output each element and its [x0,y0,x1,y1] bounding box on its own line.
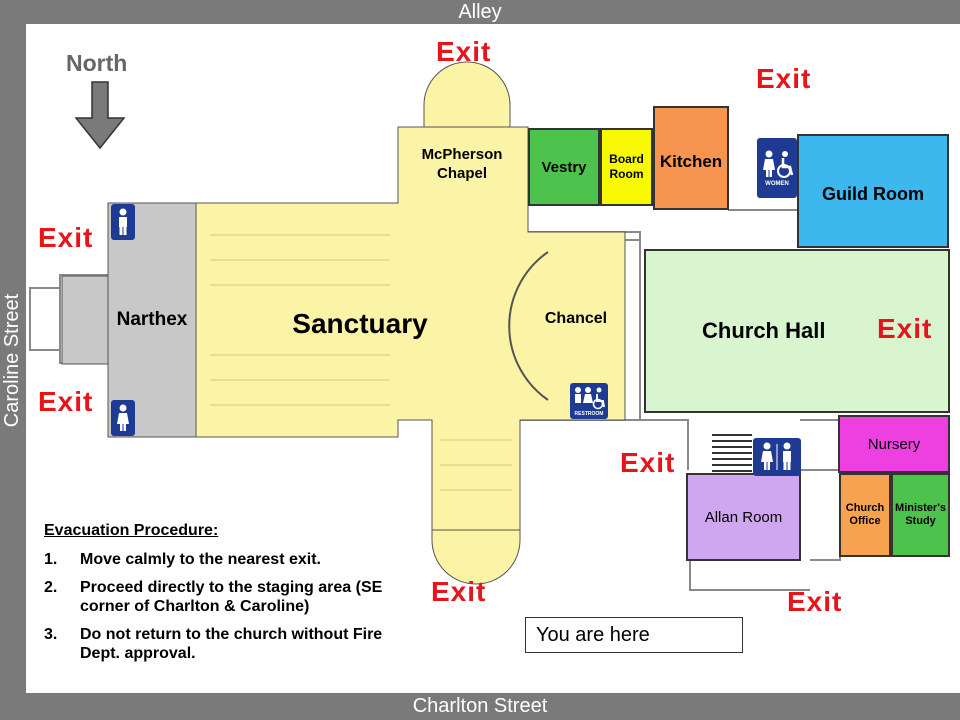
church-office-line2: Office [849,515,881,527]
pews [210,234,512,491]
step-number: 1. [44,551,58,568]
south-apse [431,529,521,585]
mcpherson-chapel-label: McPherson Chapel [410,142,514,186]
vestry-room: Vestry [528,128,600,206]
women-sign-label: WOMEN [765,181,789,187]
procedure-step: 2. Proceed directly to the staging area … [44,578,424,616]
procedure-step: 3. Do not return to the church without F… [44,625,424,663]
nursery-room: Nursery [838,415,950,473]
procedure-step: 1. Move calmly to the nearest exit. [44,550,424,569]
street-charlton-label: Charlton Street [412,695,548,717]
north-arrow-icon [74,81,126,150]
street-caroline: Caroline Street [0,0,26,720]
board-room-line1: Board [609,152,644,166]
ministers-study-room: Minister's Study [891,473,950,557]
exit-label-kitchen: Exit [756,63,812,94]
exit-label-allan-room: Exit [620,447,676,478]
step-text: Proceed directly to the staging area (SE… [80,579,383,615]
restroom-woman-icon-south [111,400,135,436]
procedure-title: Evacuation Procedure: [44,522,219,539]
sanctuary-label: Sanctuary [292,308,428,339]
exit-label-offices: Exit [787,586,843,617]
step-text: Do not return to the church without Fire… [80,626,383,662]
church-hall-room: Church Hall [644,249,950,413]
church-office-room: Church Office [839,473,891,557]
street-charlton: Charlton Street [0,693,960,720]
narthex-porch [61,275,109,365]
street-alley-label: Alley [458,0,502,23]
board-room-line2: Room [609,167,644,181]
mcpherson-apse [423,61,511,128]
restroom-man-icon-north [111,204,135,240]
stairs-icon [712,434,752,472]
you-are-here-box: You are here [525,617,743,653]
restroom-accessible-icon: RESTROOM [570,383,608,419]
allan-room: Allan Room [686,473,801,561]
chancel-label: Chancel [544,310,608,327]
ministers-study-line1: Minister's [895,502,946,514]
exit-label-south-apse: Exit [431,576,487,607]
step-number: 2. [44,579,58,596]
step-text: Move calmly to the nearest exit. [80,551,321,568]
exit-label-church-hall: Exit [877,313,933,344]
north-label: North [66,50,128,76]
ministers-study-line2: Study [905,515,936,527]
kitchen-room: Kitchen [653,106,729,210]
church-office-line1: Church [845,502,885,514]
street-alley: Alley [0,0,960,24]
exit-label-north-chapel: Exit [436,36,492,67]
women-accessible-restroom-icon: WOMEN [757,138,797,198]
mcpherson-line2: Chapel [436,165,487,182]
narthex-area [107,202,197,438]
guild-room: Guild Room [797,134,949,248]
mcpherson-line1: McPherson [421,146,503,163]
restroom-pair-icon [753,438,801,476]
step-number: 3. [44,626,58,643]
restroom-sign-label: RESTROOM [574,410,604,417]
narthex-label: Narthex [116,309,188,330]
board-room: Board Room [600,128,653,206]
exit-label-narthex-south: Exit [38,386,94,417]
evacuation-procedure: Evacuation Procedure: 1. Move calmly to … [44,522,424,672]
exit-label-narthex-north: Exit [38,222,94,253]
chancel-arc [508,251,549,401]
